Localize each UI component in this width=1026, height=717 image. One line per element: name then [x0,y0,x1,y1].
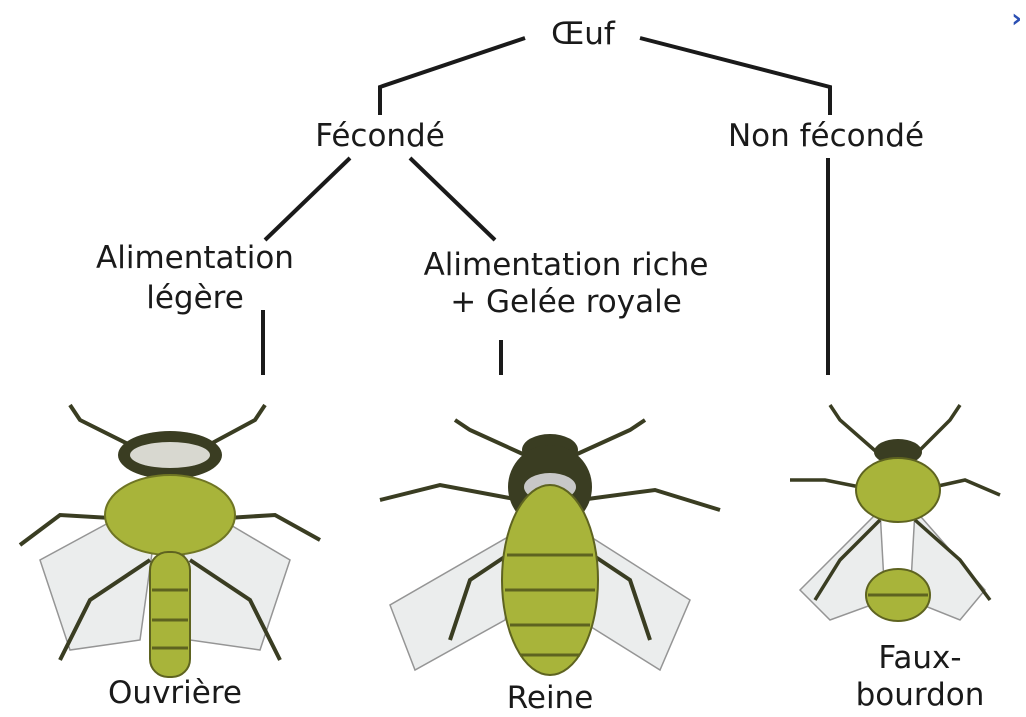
drone-bee-illustration [790,405,1000,621]
caste-drone-label-line2: bourdon [820,677,1020,714]
chevron-right-icon[interactable]: › [1011,4,1022,34]
node-light-feeding-line1: Alimentation [50,240,340,277]
caste-worker-label: Ouvrière [50,675,300,712]
node-rich-feeding-line2: + Gelée royale [372,284,760,321]
caste-drone-label-line1: Faux- [820,640,1020,677]
caste-queen-label: Reine [450,680,650,717]
node-fertilized: Fécondé [280,118,480,155]
tree-connectors [263,38,830,375]
node-light-feeding-line2: légère [50,280,340,317]
node-egg: Œuf [533,16,633,53]
connector-egg-fertilized [380,38,525,115]
connector-fertilized-rich [410,158,495,240]
queen-bee-illustration [380,420,720,675]
worker-bee-illustration [20,405,320,677]
node-unfertilized: Non fécondé [676,118,976,155]
connector-egg-unfertilized [640,38,830,115]
connector-fertilized-light [265,158,350,240]
node-rich-feeding-line1: Alimentation riche [372,247,760,284]
